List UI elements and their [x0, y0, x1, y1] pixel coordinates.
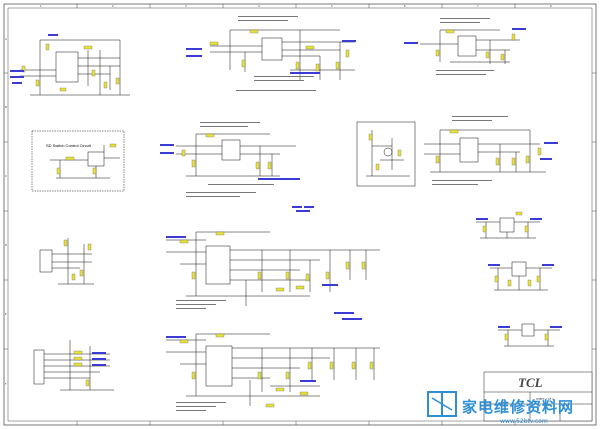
components-top-right	[435, 29, 516, 61]
grid-col-label: 1	[40, 4, 42, 8]
sheet-inner-border	[7, 7, 593, 422]
grid-col-label: 8	[550, 4, 552, 8]
grid-col-label: 2	[112, 4, 114, 8]
title-block-brand: TCL	[518, 375, 543, 390]
circuit-block-center-row-d	[166, 231, 380, 306]
components-right-row-e	[504, 333, 549, 341]
labels-mid-right	[540, 142, 558, 160]
sd-switch-components	[56, 143, 117, 175]
components-center-row-d	[179, 231, 366, 292]
circuit-block-left-row-d	[39, 238, 94, 285]
title-block	[483, 371, 593, 422]
notes-mid-right	[432, 116, 508, 185]
labels-left-row-e	[92, 352, 106, 366]
components-right-row-d	[494, 275, 541, 287]
components-mid-right	[435, 129, 542, 166]
components-right-row-c	[482, 211, 529, 233]
components-top-left	[21, 43, 120, 92]
transistor-box-components	[368, 133, 402, 171]
watermark-text: 家电维修资料网	[462, 398, 574, 416]
watermark-logo-icon	[427, 391, 457, 417]
labels-right-row-e	[498, 326, 562, 328]
labels-center-row-f	[166, 336, 316, 382]
grid-col-label: 4	[258, 4, 260, 8]
sd-switch-title: SD Switch Control Circuit	[46, 143, 92, 148]
grid-row-label: F	[5, 382, 7, 386]
components-center-row-f	[179, 333, 374, 408]
grid-col-labels: 1 2 3 4 5 6 7 8	[40, 4, 552, 8]
grid-row-label: D	[5, 243, 7, 247]
sd-switch-circuit	[50, 145, 120, 179]
labels-top-center	[186, 40, 356, 74]
small-labels-mid	[292, 206, 314, 212]
grid-col-label: 3	[185, 4, 187, 8]
circuit-block-right-row-c	[476, 217, 540, 239]
grid-col-label: 6	[404, 4, 406, 8]
labels-right-row-c	[476, 218, 542, 220]
grid-row-label: E	[5, 312, 7, 316]
grid-row-labels: A B C D E F	[5, 37, 7, 386]
watermark-url: www.52btv.com	[500, 418, 548, 425]
sd-switch-box	[31, 130, 125, 192]
components-left-row-d	[63, 239, 92, 281]
notes-mid-center	[186, 122, 274, 197]
labels-mid-center	[160, 144, 300, 180]
grid-row-label: B	[5, 105, 7, 109]
circuit-block-mid-right	[424, 129, 546, 173]
grid-row-label: C	[5, 174, 7, 178]
grid-col-label: 7	[477, 4, 479, 8]
border-ticks	[4, 4, 596, 425]
sheet-border	[3, 3, 597, 426]
grid-row-label: A	[5, 37, 7, 41]
notes-center-row-d	[176, 300, 226, 309]
title-block-sheet-note: SHEET 1 OF 1	[536, 397, 554, 401]
notes-top-right	[436, 18, 494, 75]
circuit-block-top-center	[210, 29, 355, 80]
notes-top-center	[236, 16, 316, 91]
components-top-center	[209, 29, 350, 72]
transistor-box	[356, 121, 416, 187]
circuit-block-mid-center	[176, 133, 296, 177]
components-mid-center	[181, 133, 272, 170]
components-left-row-e	[73, 350, 90, 387]
circuit-block-top-right	[420, 29, 520, 64]
circuit-block-top-left	[20, 39, 130, 96]
labels-center-row-d	[166, 236, 362, 320]
notes-center-row-f	[176, 402, 226, 411]
labels-right-row-d	[488, 264, 554, 266]
labels-top-left	[10, 34, 58, 84]
labels-top-right	[404, 28, 526, 44]
circuit-block-center-row-f	[166, 333, 380, 406]
circuit-block-right-row-d	[490, 261, 552, 291]
transistor-box-circuit	[366, 130, 410, 177]
grid-col-label: 5	[331, 4, 333, 8]
